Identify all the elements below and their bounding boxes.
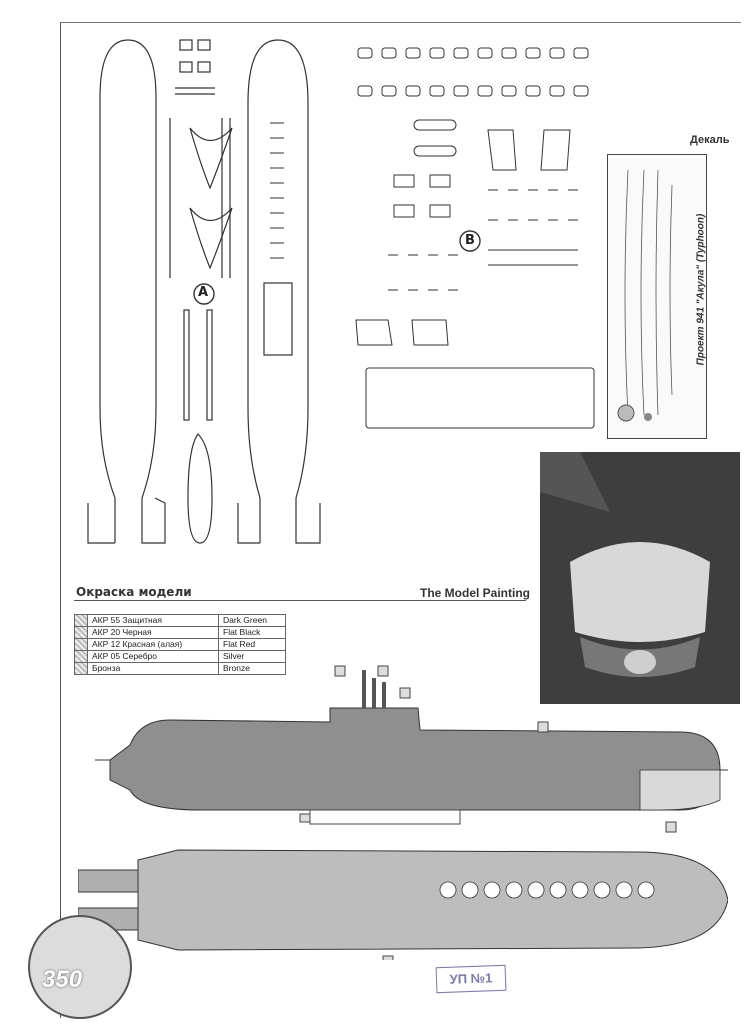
- decal-caption: Проект 941 "Акула" (Typhoon): [689, 156, 713, 436]
- sheet-label-a: A: [198, 285, 209, 300]
- color-code: АКР 20 Черная: [87, 626, 219, 639]
- hatch-row-top: [357, 47, 589, 97]
- sheet-label-b: B: [465, 233, 475, 248]
- library-stamp: УП №1: [435, 964, 507, 994]
- color-swatch: [74, 614, 88, 627]
- color-name-en: Bronze: [218, 662, 286, 675]
- color-code: АКР 12 Красная (алая): [87, 638, 219, 651]
- hull-half-left: [99, 39, 166, 544]
- parts-sheet-b: [355, 47, 595, 429]
- decal-caption-text: Проект 941 "Акула" (Typhoon): [695, 213, 707, 366]
- reference-photo: [540, 452, 740, 704]
- page-frame: [60, 22, 741, 1018]
- hull-half-right: [247, 39, 321, 544]
- color-code: АКР 55 Защитная: [87, 614, 219, 627]
- color-name-en: Flat Black: [218, 626, 286, 639]
- parts-sheet-a: [87, 39, 321, 544]
- color-swatch: [74, 626, 88, 639]
- decal-title: Декаль: [690, 134, 730, 146]
- color-name-en: Dark Green: [218, 614, 286, 627]
- color-swatch: [74, 638, 88, 651]
- section-divider: [74, 600, 526, 601]
- color-row: АКР 12 Красная (алая)Flat Red: [74, 638, 286, 651]
- decal-sheet: [607, 154, 707, 439]
- page-number: 350: [42, 966, 83, 993]
- submarine-side-view: [95, 665, 728, 833]
- hatch-frame: [365, 367, 595, 429]
- color-name-en: Flat Red: [218, 638, 286, 651]
- submarine-top-view: [78, 849, 728, 960]
- publisher-badge: [28, 915, 132, 1019]
- painting-title-ru: Окраска модели: [76, 585, 192, 599]
- painting-title-en: The Model Painting: [420, 586, 530, 600]
